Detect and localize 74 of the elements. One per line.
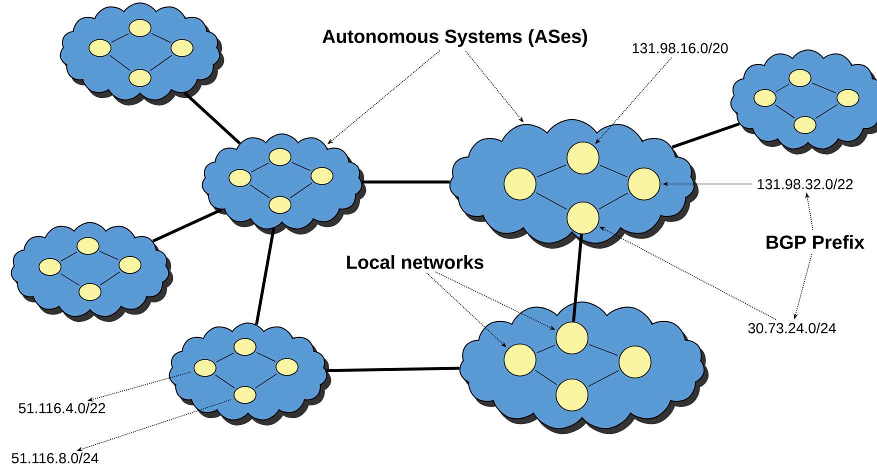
connection-line (151, 33, 171, 43)
host-circle (118, 256, 142, 274)
prefix-label: 131.98.32.0/22 (758, 178, 853, 190)
host-circle (234, 338, 256, 356)
connection-line (776, 84, 790, 92)
connection-line (812, 82, 836, 94)
connection-line (150, 54, 172, 72)
connection-line (99, 250, 119, 260)
host-circle (566, 142, 600, 174)
host-circle (228, 169, 252, 187)
connection-line (256, 352, 276, 362)
host-circle (170, 39, 194, 57)
prefix-label: 131.98.16.0/20 (632, 42, 728, 54)
connection-line (100, 272, 120, 286)
host-circle (566, 202, 600, 234)
host-circle (194, 359, 216, 377)
network-cloud (202, 134, 366, 235)
connection-line (588, 344, 618, 356)
host-circle (628, 168, 660, 200)
host-circle (310, 167, 334, 185)
connection-line (774, 104, 796, 118)
host-circle (38, 258, 62, 276)
prefix-label: 30.73.24.0/24 (748, 322, 836, 334)
connection-line (250, 162, 270, 172)
host-circle (128, 69, 152, 87)
callout-label: Local networks (347, 255, 484, 269)
connection-line (534, 370, 558, 386)
host-circle (276, 358, 298, 376)
host-circle (788, 69, 812, 87)
network-cloud (168, 322, 332, 426)
host-circle (618, 346, 652, 378)
connection-line (291, 162, 311, 172)
link-line (572, 234, 583, 322)
host-circle (556, 322, 588, 354)
connection-line (588, 370, 620, 387)
host-circle (234, 386, 256, 404)
link-line (326, 366, 460, 372)
host-circle (268, 148, 292, 166)
connection-line (214, 374, 236, 388)
connection-line (111, 33, 129, 43)
host-circle (78, 283, 102, 301)
host-circle (556, 378, 588, 412)
host-circle (88, 39, 112, 57)
connection-line (536, 344, 556, 354)
network-cloud (60, 2, 224, 106)
connection-line (60, 273, 80, 286)
host-circle (76, 237, 100, 255)
callout-label: Autonomous Systems (ASes) (322, 29, 588, 47)
link-line (152, 208, 222, 242)
connection-line (250, 184, 270, 198)
host-circle (794, 116, 816, 134)
connection-line (216, 352, 234, 362)
prefix-label: 51.116.4.0/22 (18, 402, 106, 414)
connection-line (536, 192, 568, 210)
host-circle (128, 19, 152, 37)
host-circle (836, 89, 860, 107)
host-circle (268, 196, 292, 214)
link-line (362, 180, 450, 184)
connection-line (290, 182, 312, 198)
host-circle (504, 344, 536, 376)
connection-line (255, 374, 278, 388)
connection-line (536, 164, 566, 178)
link-line (255, 228, 276, 325)
connection-line (815, 104, 838, 119)
callout-label: BGP Prefix (766, 235, 864, 249)
host-circle (504, 168, 536, 200)
connection-line (60, 252, 78, 262)
connection-line (109, 55, 131, 71)
connection-line (600, 164, 628, 178)
link-line (672, 122, 740, 149)
connection-line (598, 192, 628, 210)
link-line (184, 92, 241, 144)
host-circle (754, 89, 776, 107)
prefix-label: 51.116.8.0/24 (12, 452, 98, 464)
